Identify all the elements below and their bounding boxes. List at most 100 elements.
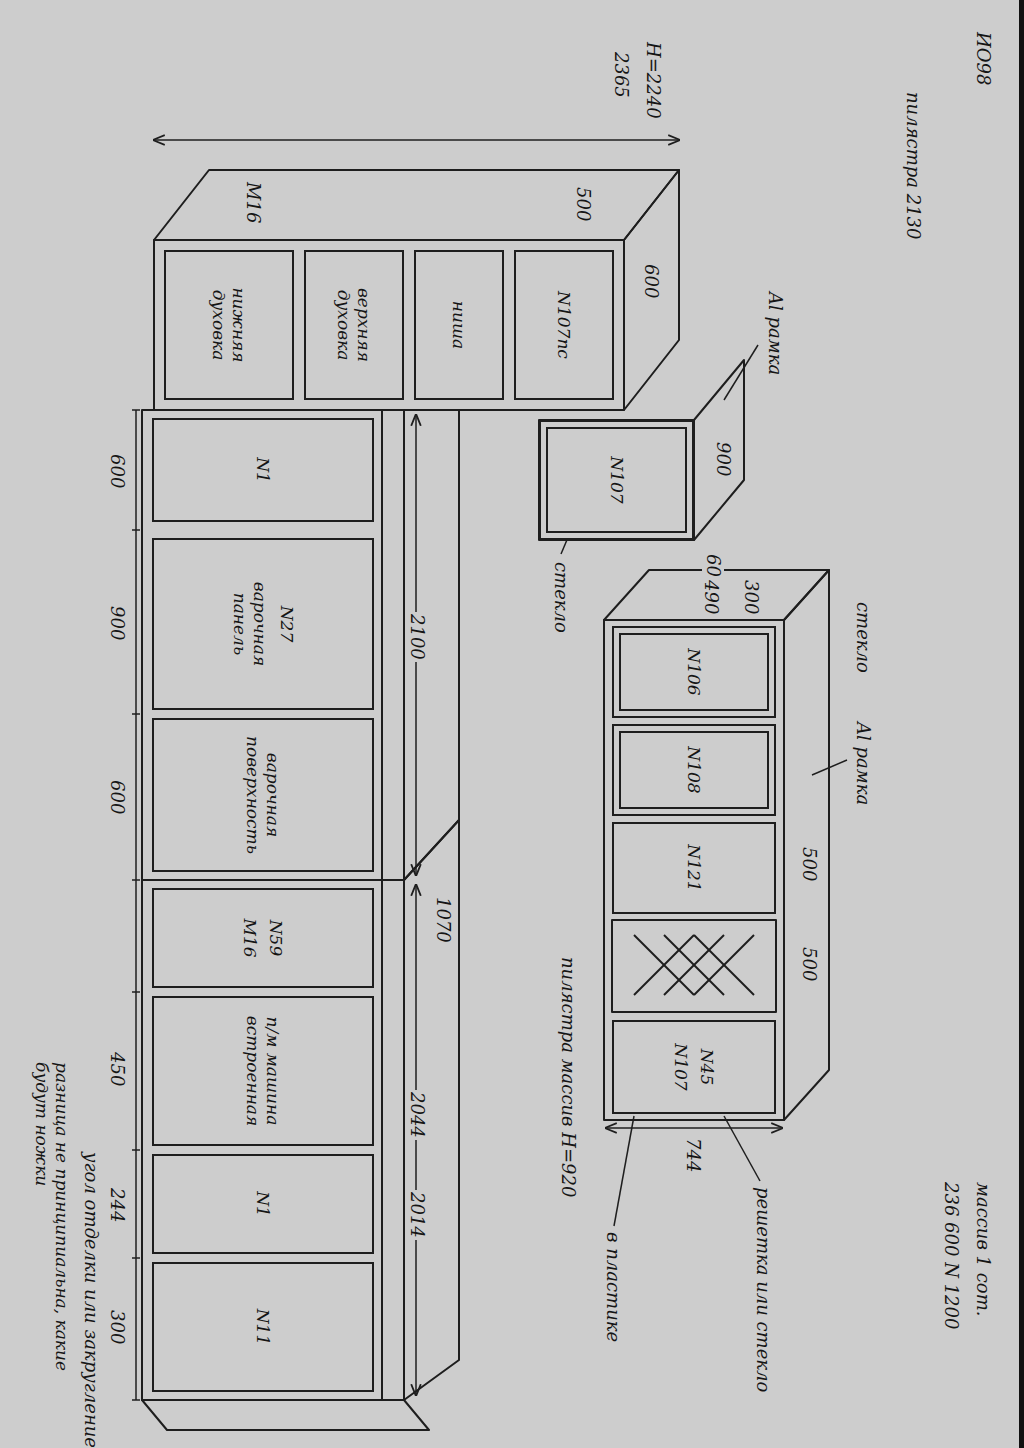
dimension-lines xyxy=(154,139,679,141)
sketch-note: Al рамка xyxy=(852,720,874,807)
dimension-lines xyxy=(415,885,417,1395)
wall-cabinet xyxy=(694,360,744,540)
wall-cabinets xyxy=(604,570,829,1120)
sketch-note: 236 600 N 1200 xyxy=(940,1180,962,1331)
cabinet-front: п/м машина встроенная xyxy=(152,996,374,1146)
cabinet-front: верхняя духовка xyxy=(304,250,404,400)
cabinet-label: варочная панель xyxy=(229,548,270,700)
cabinet-front: N59 M16 xyxy=(152,888,374,988)
cabinet-label: N107 xyxy=(671,1043,691,1090)
cabinet-front: N108 xyxy=(612,724,776,816)
sketch-note: разница не принципиальна, какие будут но… xyxy=(31,1060,72,1424)
cabinet-label: ниша xyxy=(449,301,469,349)
sketch-note: H=2240 xyxy=(642,40,664,121)
sketch-note: пилястра массив H=920 xyxy=(557,955,579,1199)
sketch-note: 300 xyxy=(740,578,762,616)
sketch-note: 900 xyxy=(106,604,128,642)
sketch-note: 2044 xyxy=(406,1090,428,1140)
sketch-note: массив 1 сот. xyxy=(972,1180,994,1319)
cabinet-front: N107пс xyxy=(514,250,614,400)
sketch-note: M16 xyxy=(242,180,264,225)
sketch-note: стекло xyxy=(550,560,572,635)
leader-lines xyxy=(724,1116,760,1181)
sketch-note: угол отделки или закругление xyxy=(80,1150,102,1448)
sketch-note: 2100 xyxy=(406,612,428,662)
dimension-lines xyxy=(132,1399,140,1401)
cabinet-label: N45 xyxy=(697,1049,717,1086)
sketch-note: 300 xyxy=(106,1308,128,1346)
sketch-note: 900 xyxy=(712,440,734,478)
base-cabinets xyxy=(142,1400,429,1430)
cabinet-front: N11 xyxy=(152,1262,374,1392)
dimension-lines xyxy=(132,529,140,531)
cabinet-front: N45 N107 xyxy=(612,1020,776,1114)
wall-cabinets xyxy=(604,570,829,620)
cabinet-label: N1 xyxy=(253,1191,273,1217)
base-cabinets xyxy=(142,410,382,1400)
sketch-note: пилястра 2130 xyxy=(902,90,924,242)
sketch-note: 600 xyxy=(106,452,128,490)
wall-cabinets xyxy=(634,935,694,995)
cabinet-front: варочная поверхность xyxy=(152,718,374,872)
countertop xyxy=(404,820,459,1400)
cabinet-label: N106 xyxy=(684,648,704,695)
sketch-note: 450 xyxy=(106,1050,128,1088)
wall-cabinets xyxy=(694,935,754,995)
kitchen-sketch xyxy=(132,140,847,1430)
dimension-lines xyxy=(135,880,137,1400)
sketch-note: 1070 xyxy=(432,895,454,945)
leader-lines xyxy=(614,1116,634,1226)
wall-cabinets xyxy=(664,935,724,995)
dimension-lines xyxy=(132,1149,140,1151)
tall-cabinet xyxy=(154,170,679,410)
sketch-note: 490 xyxy=(700,578,722,616)
wall-cabinets xyxy=(604,620,784,1120)
sketch-note: 244 xyxy=(106,1186,128,1224)
sketch-note: 600 xyxy=(106,778,128,816)
base-cabinets xyxy=(142,879,404,881)
wall-cabinet xyxy=(539,420,694,540)
cabinet-front: N1 xyxy=(152,418,374,522)
countertop xyxy=(404,410,459,880)
sketch-note: 2365 xyxy=(610,50,632,100)
cabinet-label: N107 xyxy=(606,456,626,503)
sketch-note: 2014 xyxy=(406,1190,428,1240)
cabinet-front: N106 xyxy=(612,626,776,718)
cabinet-front: ниша xyxy=(414,250,504,400)
dimension-lines xyxy=(135,410,137,880)
cabinet-label: N59 xyxy=(266,920,286,957)
countertop xyxy=(382,410,404,1400)
wall-cabinets xyxy=(784,570,829,1120)
cabinet-label: N27 xyxy=(276,606,296,643)
cabinet-front: N27 варочная панель xyxy=(152,538,374,710)
base-cabinets xyxy=(142,410,429,1430)
sketch-note: решетка или стекло xyxy=(752,1185,774,1394)
sketch-note: 500 xyxy=(572,185,594,223)
leader-lines xyxy=(724,345,758,400)
cabinet-label: N108 xyxy=(684,746,704,793)
cabinet-front: N1 xyxy=(152,1154,374,1254)
wall-cabinets xyxy=(634,935,694,995)
wall-cabinets xyxy=(664,935,724,995)
sketch-note: 500 xyxy=(798,945,820,983)
cabinet-label: N11 xyxy=(253,1309,273,1346)
cabinet-label: M16 xyxy=(240,918,260,957)
dimension-lines xyxy=(132,140,782,1400)
tall-cabinet xyxy=(624,170,679,410)
leader-lines xyxy=(812,760,847,775)
cabinet-label: N107пс xyxy=(554,291,574,359)
dimension-lines xyxy=(132,713,140,715)
cabinet-label: верхняя духовка xyxy=(334,260,375,390)
dimension-lines xyxy=(132,409,140,411)
tall-cabinet xyxy=(154,170,679,240)
sketch-note: 500 xyxy=(798,845,820,883)
wall-cabinets xyxy=(612,920,776,1012)
scan-border xyxy=(1019,0,1024,1448)
sketch-note: 744 xyxy=(682,1136,704,1174)
sketch-note: Al рамка xyxy=(764,290,786,377)
dimension-lines xyxy=(132,1257,140,1259)
cabinet-front: нижняя духовка xyxy=(164,250,294,400)
cabinet-label: N121 xyxy=(684,844,704,891)
